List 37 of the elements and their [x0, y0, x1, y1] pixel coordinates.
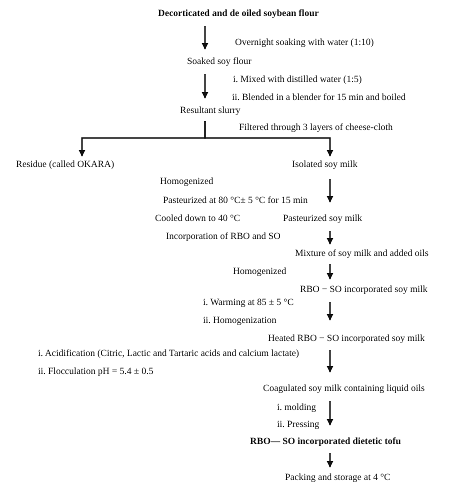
process-note: Homogenized	[233, 267, 286, 278]
step-text: Isolated soy milk	[292, 160, 358, 171]
arrow	[326, 231, 334, 245]
process-note: ii. Flocculation pH = 5.4 ± 0.5	[38, 367, 154, 378]
process-note: i. Mixed with distilled water (1:5)	[233, 75, 362, 86]
process-note: Incorporation of RBO and SO	[166, 232, 281, 243]
step-text: Packing and storage at 4 °C	[285, 473, 390, 484]
process-note: ii. Blended in a blender for 15 min and boiled	[232, 93, 406, 104]
arrow	[326, 302, 334, 321]
step-text: Coagulated soy milk containing liquid oils	[263, 384, 425, 395]
step-text: Pasteurized soy milk	[283, 214, 362, 225]
process-note: ii. Pressing	[277, 420, 320, 431]
step-text: Soaked soy flour	[187, 57, 252, 68]
arrow	[204, 121, 334, 157]
arrow	[326, 453, 334, 468]
step-text: Mixture of soy milk and added oils	[295, 249, 429, 260]
arrow	[326, 401, 334, 426]
process-note: i. molding	[277, 403, 316, 414]
arrow	[202, 74, 208, 99]
process-note: i. Acidification (Citric, Lactic and Tartaric acids and calcium lactate)	[38, 349, 300, 360]
process-note: ii. Homogenization	[203, 316, 276, 327]
arrow	[326, 264, 334, 280]
arrow	[326, 179, 334, 203]
process-note: Overnight soaking with water (1:10)	[235, 38, 374, 49]
step-text: RBO— SO incorporated dietetic tofu	[250, 437, 401, 448]
step-text: Resultant slurry	[180, 106, 240, 117]
arrow	[202, 26, 208, 50]
process-note: Cooled down to 40 °C	[155, 214, 240, 225]
step-text: Heated RBO − SO incorporated soy milk	[268, 334, 425, 345]
arrow	[326, 350, 334, 373]
process-note: i. Warming at 85 ± 5 °C	[203, 298, 294, 309]
process-note: Filtered through 3 layers of cheese-cloth	[239, 123, 393, 134]
process-note: Homogenized	[160, 177, 214, 188]
step-text: Decorticated and de oiled soybean flour	[158, 9, 319, 20]
step-text: Residue (called OKARA)	[16, 160, 114, 171]
process-note: Pasteurized at 80 °C± 5 °C for 15 min	[163, 196, 308, 207]
step-text: RBO − SO incorporated soy milk	[300, 285, 428, 296]
